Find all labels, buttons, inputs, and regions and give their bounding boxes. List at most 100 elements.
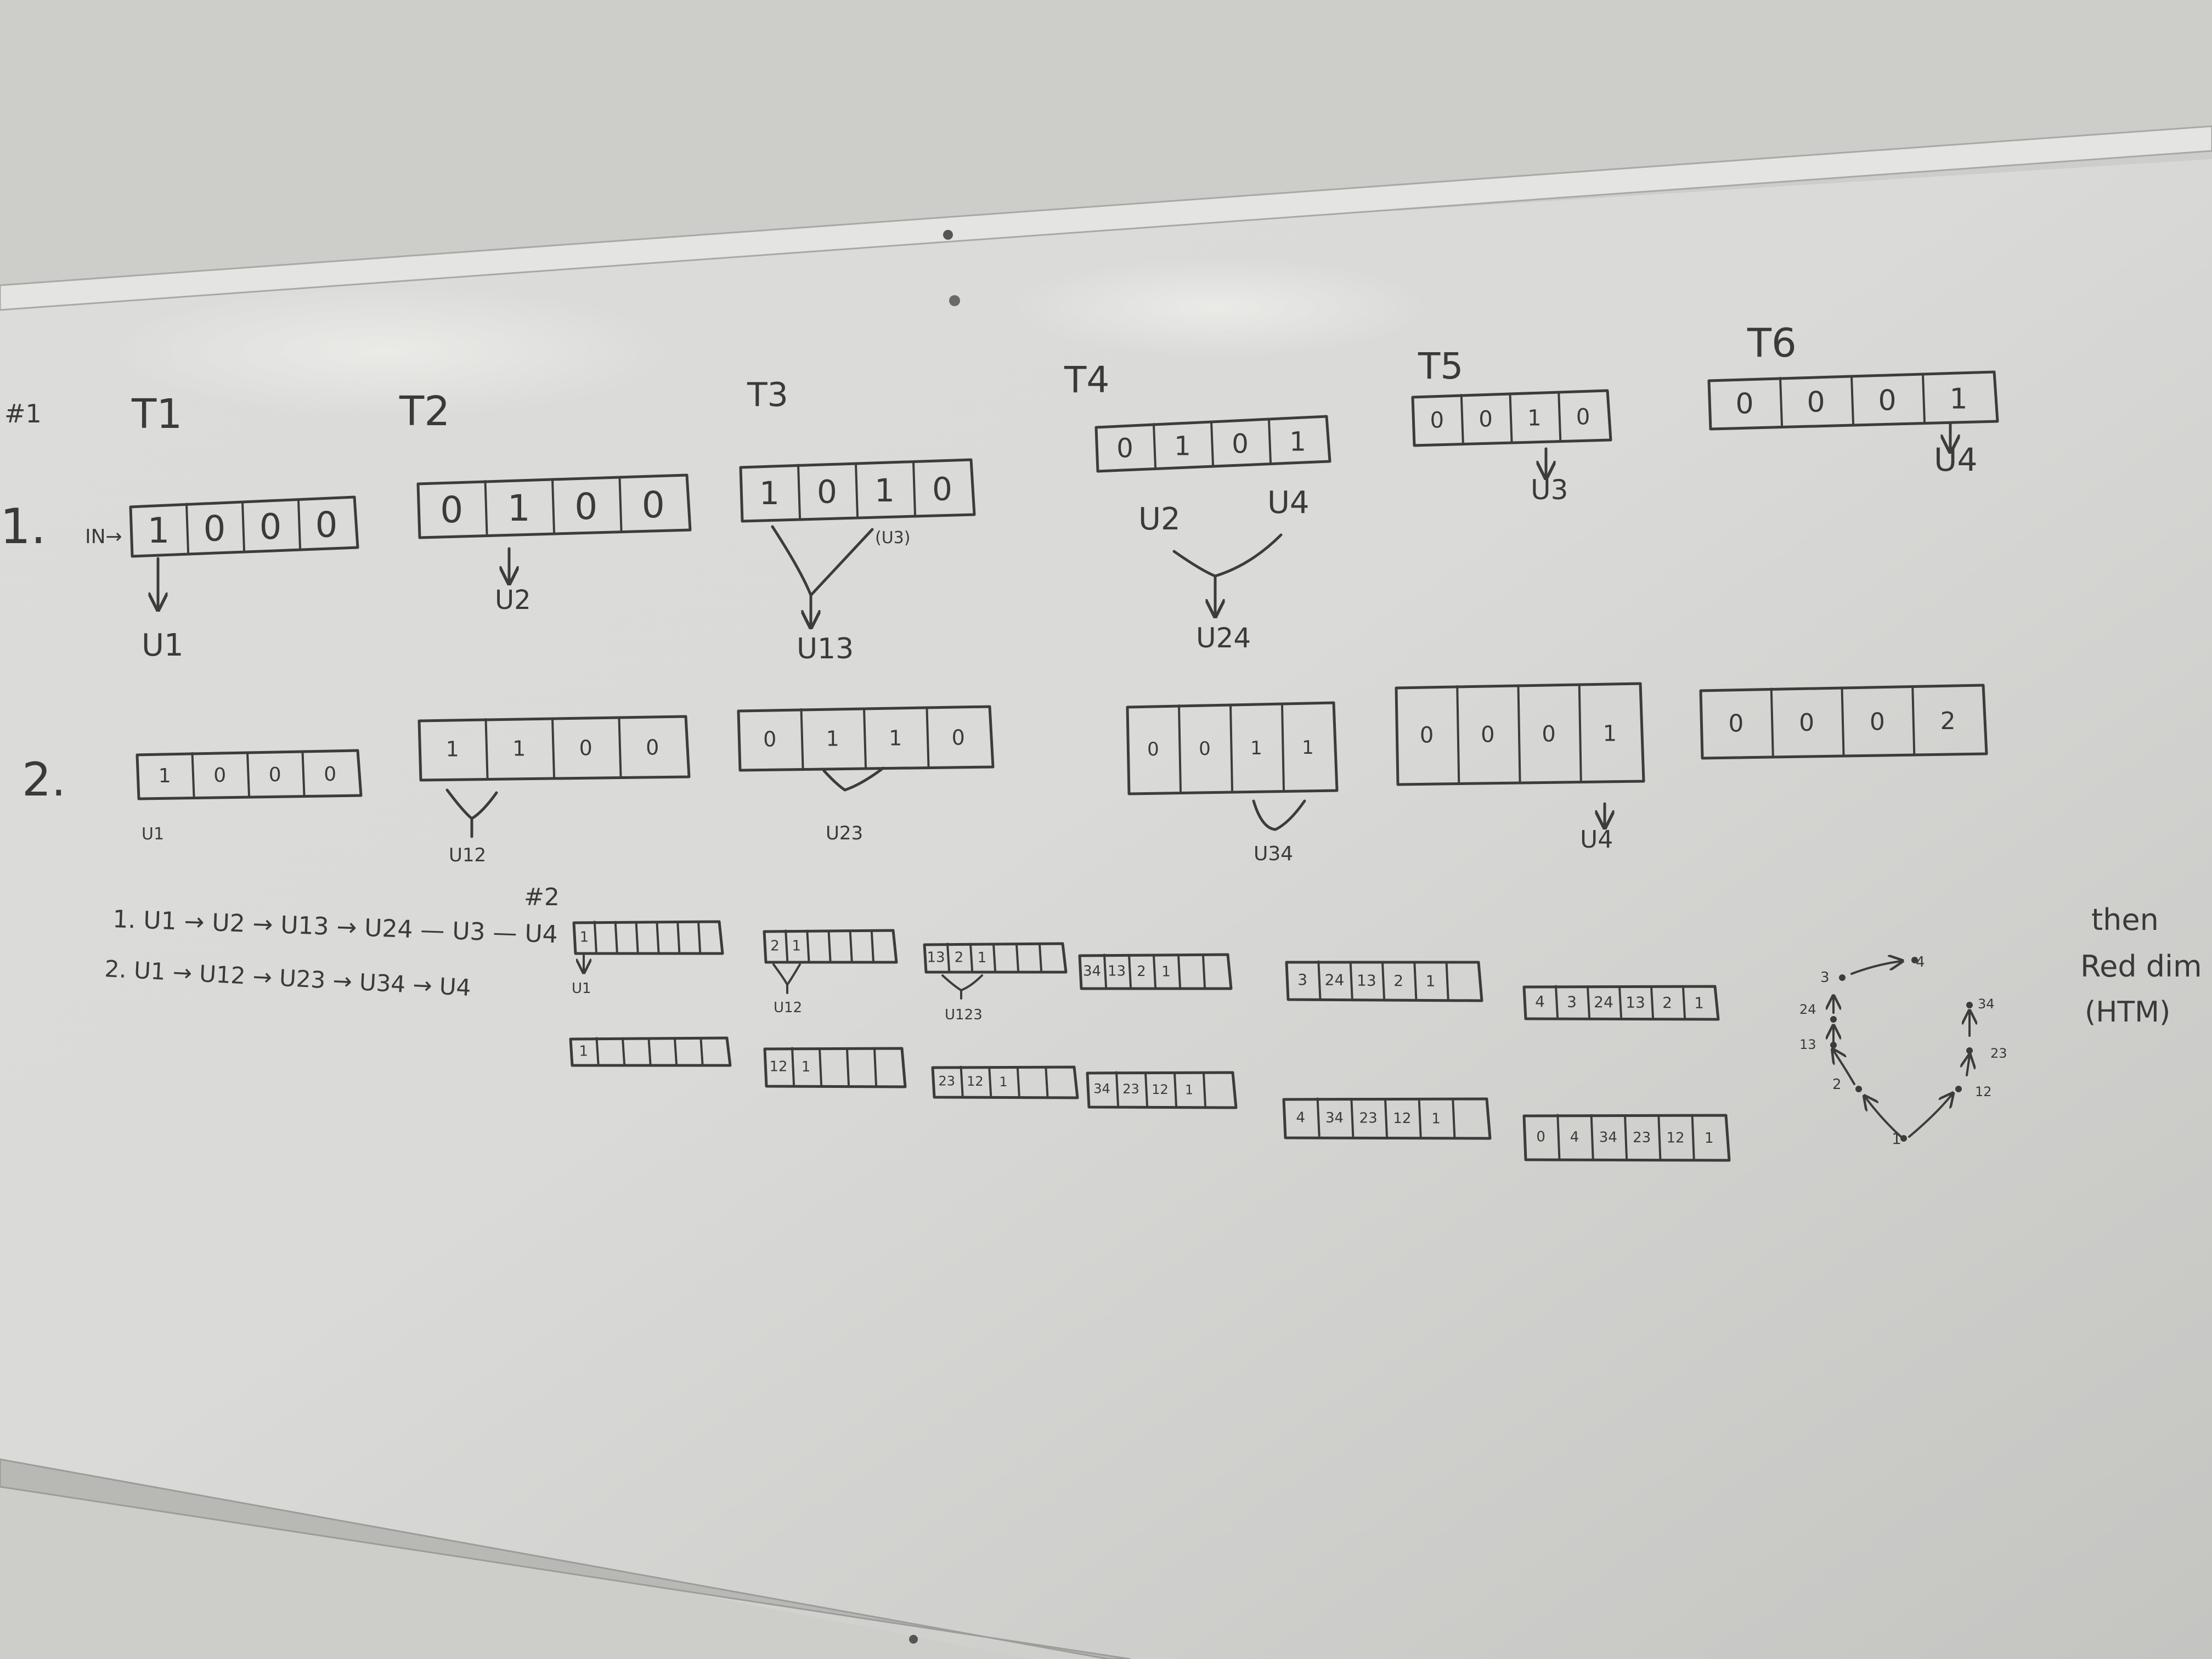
time-label-t6: T6 (1747, 320, 1797, 366)
time-label-t4: T4 (1064, 359, 1109, 401)
merge-label-u3: (U3) (875, 528, 910, 548)
screw (943, 230, 953, 240)
tape-divider (1128, 953, 1132, 988)
glare (99, 285, 669, 417)
s2-output-u1: U1 (572, 980, 591, 997)
tape-divider (1381, 961, 1385, 1000)
graph-node-label: 4 (1916, 954, 1925, 970)
row2-output-u1: U1 (142, 825, 164, 844)
tape-divider (191, 752, 195, 797)
tape-divider (301, 751, 306, 796)
graph-node (1955, 1086, 1962, 1092)
tape-divider (1590, 1114, 1594, 1159)
tape-cell-value: 4 (1296, 1109, 1306, 1126)
tape-divider (1911, 686, 1916, 755)
tape-divider (1555, 985, 1559, 1018)
tape-cell-value: 1 (1431, 1110, 1441, 1127)
graph-node (1911, 957, 1918, 963)
tape-divider (849, 930, 853, 962)
tape-cell-value: 13 (1357, 971, 1376, 989)
tape-cell-value: 12 (967, 1074, 984, 1089)
tape-divider (1841, 687, 1845, 755)
screw (949, 295, 960, 306)
tape-divider (806, 929, 810, 962)
tape-cell-value: 4 (1535, 992, 1545, 1011)
tape-cell-value: 2 (1940, 707, 1956, 735)
tape-outline (1395, 682, 1645, 786)
tape-cell-value: 0 (1116, 433, 1133, 464)
tape-divider (960, 1065, 964, 1097)
tape-divider (926, 707, 930, 768)
tape-divider (1578, 684, 1582, 782)
tape-divider (484, 480, 488, 535)
tape-cell-value: 2 (955, 950, 964, 966)
tape-cell-value: 0 (1536, 1128, 1545, 1145)
tape-divider (185, 503, 189, 554)
side-note-line-2: Red dim (2080, 949, 2202, 984)
graph-node-label: 34 (1978, 996, 1995, 1012)
merge-t4 (1172, 533, 1283, 614)
tape-divider (946, 943, 950, 972)
tape-divider (1779, 377, 1783, 426)
tape-divider (1618, 985, 1622, 1019)
graph-edge (1833, 1051, 1855, 1085)
tape-divider (697, 921, 702, 953)
section2-marker: #2 (524, 883, 560, 911)
tape-divider (593, 921, 597, 953)
graph-node-label: 2 (1832, 1076, 1842, 1093)
tape-cell-value: 13 (927, 949, 945, 966)
tape-cell-value: 1 (1250, 737, 1262, 759)
tape-outline (417, 715, 691, 782)
tape-cell-value: 1 (580, 929, 589, 945)
tape-cell-value: 24 (1325, 971, 1345, 989)
tape-cell-value: 0 (1576, 404, 1590, 430)
tape-cell-value: 1 (1174, 431, 1191, 461)
tape-cell-value: 0 (1232, 428, 1249, 459)
tape-cell-value: 0 (579, 736, 592, 760)
graph-node (1839, 974, 1846, 981)
tape-divider (863, 708, 867, 768)
tape-divider (1691, 1115, 1695, 1160)
tape-divider (1268, 419, 1272, 464)
tape-cell-value: 34 (1093, 1081, 1110, 1097)
tape-divider (1016, 1066, 1020, 1097)
graph-node-label: 3 (1820, 969, 1830, 986)
tape-divider (1650, 986, 1654, 1019)
tape-cell-value: 1 (507, 487, 531, 529)
tape-cell-value: 1 (759, 475, 780, 512)
tape-cell-value: 0 (642, 484, 665, 526)
tape-cell-value: 0 (1481, 722, 1494, 747)
tape-divider (1203, 1072, 1206, 1108)
tape-divider (1517, 685, 1521, 782)
tape-outline (1699, 684, 1988, 760)
s2-output-u12: U12 (774, 1000, 802, 1016)
tape-divider (1281, 703, 1285, 791)
tape-cell-value: 0 (1799, 709, 1814, 737)
tape-divider (1460, 394, 1464, 443)
time-label-t1: T1 (131, 391, 182, 438)
tape-divider (1509, 393, 1513, 442)
side-note-line-1: then (2091, 902, 2159, 937)
tape-divider (656, 921, 660, 953)
output-u13: U13 (797, 633, 854, 665)
tape-cell-value: 0 (1542, 721, 1555, 747)
tape-divider (1045, 1066, 1049, 1098)
row2-output-u4: U4 (1580, 826, 1613, 854)
s2-row2-tape-1: 1 (569, 1036, 732, 1067)
output-u24: U24 (1196, 622, 1251, 654)
glare (1009, 258, 1426, 357)
merge-row2-t4 (1252, 799, 1306, 831)
tape-divider (1452, 1098, 1456, 1138)
tape-cell-value: 12 (769, 1058, 787, 1075)
tape-cell-value: 1 (1161, 963, 1171, 980)
